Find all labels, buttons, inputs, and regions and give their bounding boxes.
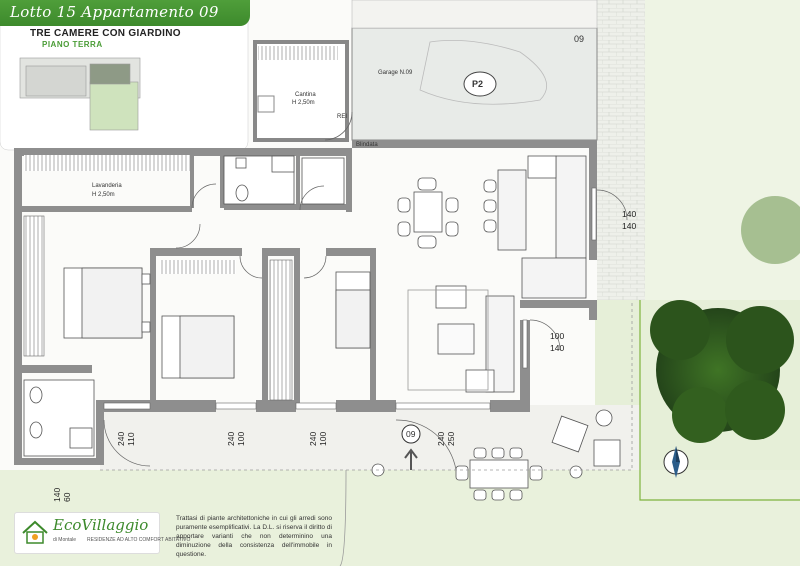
ecovillaggio-logo: EcoVillaggio di Montale RESIDENZE AD ALT…	[14, 512, 190, 554]
header-bar: Lotto 15 Appartamento 09	[0, 0, 250, 26]
blindata-door-label: Blindata	[356, 142, 378, 148]
window-dim-bottom: 140	[622, 221, 637, 231]
lavanderia-height: H 2,50m	[92, 192, 115, 198]
window-dim-5b: 140	[52, 487, 62, 502]
bed-single	[335, 271, 371, 349]
window-dim-top: 140	[622, 209, 637, 219]
kitchen-island	[497, 169, 527, 251]
door-dim-top: 100	[550, 331, 565, 341]
floor-label: PIANO TERRA	[42, 40, 103, 49]
window-dim-3a: 100	[318, 431, 328, 446]
lavanderia-label: Lavanderia	[92, 183, 122, 189]
cantina-label: Cantina	[295, 92, 316, 98]
key-plan	[19, 57, 141, 131]
bed-double	[161, 315, 235, 379]
plan-subtitle: TRE CAMERE CON GIARDINO	[30, 28, 181, 39]
rei-door-label: REI	[337, 114, 348, 120]
window-dim-2b: 240	[226, 431, 236, 446]
window-dim-4b: 240	[436, 431, 446, 446]
logo-name: EcoVillaggio	[53, 516, 149, 534]
garage-label: Garage N.09	[378, 70, 413, 76]
logo-tagline: RESIDENZE AD ALTO COMFORT ABITATIVO	[87, 537, 191, 543]
tree	[650, 196, 800, 443]
door-dim-bottom: 140	[550, 343, 565, 353]
window-dim-4a: 250	[446, 431, 456, 446]
window-dim-3b: 240	[308, 431, 318, 446]
brick-walkway	[597, 0, 645, 300]
dining-table	[413, 191, 443, 233]
rug	[407, 289, 489, 391]
wardrobe	[24, 155, 190, 171]
parking-label: P2	[472, 79, 484, 89]
house-icon	[22, 520, 48, 544]
entry-arrow	[404, 448, 418, 470]
apartment-tag: 09	[406, 429, 416, 439]
window-dim-2a: 100	[236, 431, 246, 446]
wardrobe	[24, 216, 44, 356]
lot-title: Lotto 15 Appartamento 09	[10, 3, 219, 21]
logo-place: di Montale	[53, 537, 77, 543]
window-dim-5a: 60	[62, 492, 72, 502]
garage-number: 09	[574, 34, 585, 44]
window-dim-1a: 110	[126, 432, 136, 446]
compass-icon	[663, 446, 689, 478]
bed-master	[63, 267, 151, 339]
disclaimer-text: Trattasi di piante architettoniche in cu…	[176, 515, 332, 558]
window-dim-1b: 240	[116, 431, 126, 446]
wardrobe	[160, 260, 236, 274]
outdoor-table	[469, 459, 529, 489]
cantina-height: H 2,50m	[292, 100, 315, 106]
wardrobe	[270, 260, 292, 400]
apartment-marker	[401, 424, 421, 444]
